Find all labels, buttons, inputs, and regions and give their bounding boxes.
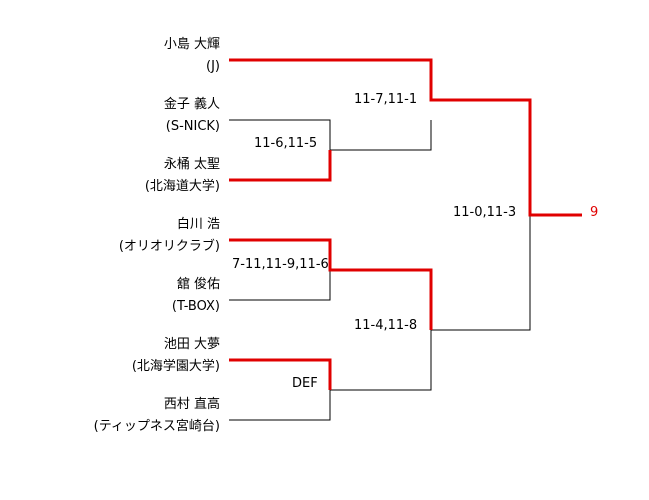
- line-ikeda-winner: [229, 358, 332, 390]
- player-name: 小島 大輝: [163, 37, 220, 52]
- player-team: (北海学園大学): [131, 359, 220, 374]
- line-final-lower: [431, 215, 531, 331]
- player-team: (ティップネス宮崎台): [93, 419, 220, 434]
- player-team: (T-BOX): [171, 299, 220, 314]
- line-semi-top-lower: [330, 120, 432, 151]
- player-name: 金子 義人: [163, 97, 220, 112]
- score-final: 11-0,11-3: [453, 205, 517, 220]
- player-tachi: 舘 俊佑 (T-BOX): [172, 274, 220, 318]
- player-team: (オリオリクラブ): [118, 239, 220, 254]
- player-kaneko: 金子 義人 (S-NICK): [164, 94, 220, 138]
- player-nagaoke: 永桶 太聖 (北海道大学): [145, 154, 220, 198]
- player-team: (北海道大学): [144, 179, 220, 194]
- player-name: 西村 直高: [163, 397, 220, 412]
- score-r1-bot: DEF: [292, 376, 318, 391]
- line-kaneko: [229, 119, 331, 150]
- player-team: (J): [206, 59, 220, 74]
- player-name: 池田 大夢: [163, 337, 220, 352]
- player-name: 白川 浩: [176, 217, 220, 232]
- line-nishimura: [229, 390, 331, 421]
- player-kojima: 小島 大輝 (J): [164, 34, 220, 78]
- score-r1-mid: 7-11,11-9,11-6: [232, 257, 329, 272]
- final-result: 9: [590, 205, 599, 220]
- player-ikeda: 池田 大夢 (北海学園大学): [132, 334, 220, 378]
- score-r1-top: 11-6,11-5: [254, 136, 318, 151]
- line-nagaoke-winner: [229, 150, 332, 182]
- player-shirakawa: 白川 浩 (オリオリクラブ): [119, 214, 220, 258]
- player-name: 舘 俊佑: [176, 277, 220, 292]
- player-team: (S-NICK): [165, 119, 220, 134]
- line-shirakawa-winner: [229, 238, 433, 330]
- score-semi-top: 11-7,11-1: [354, 92, 418, 107]
- player-name: 永桶 太聖: [163, 157, 220, 172]
- bracket-red-lines: [229, 58, 582, 390]
- score-semi-bot: 11-4,11-8: [354, 318, 418, 333]
- line-tachi: [229, 270, 331, 301]
- bracket-black-lines: [229, 119, 531, 421]
- player-nishimura: 西村 直高 (ティップネス宮崎台): [94, 394, 220, 438]
